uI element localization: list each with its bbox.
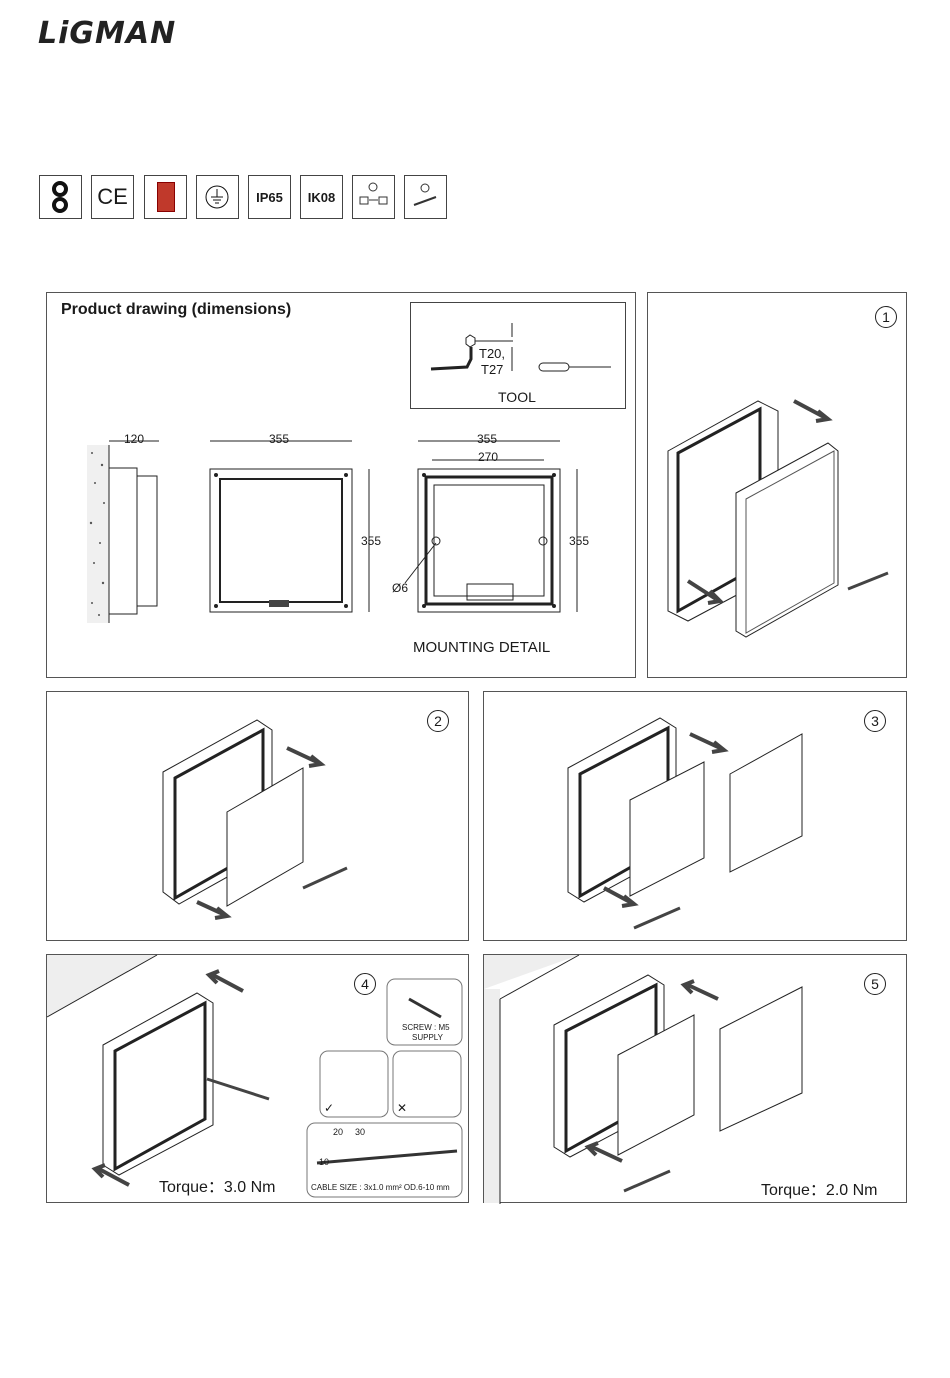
dimension-drawings [47, 293, 637, 679]
torque-label: Torque：3.0 Nm [159, 1173, 276, 1197]
brand-logo: LiGMAN [38, 16, 176, 51]
earth-ground-icon [196, 175, 239, 219]
check-icon: ✓ [324, 1101, 334, 1115]
torque-label: Torque：2.0 Nm [761, 1176, 878, 1200]
cable-dim-2: 30 [355, 1127, 365, 1137]
cable-spec: CABLE SIZE : 3x1.0 mm² OD.6-10 mm [311, 1183, 450, 1192]
dim-width-mount: 355 [477, 432, 497, 446]
ik-rating-icon: IK08 [300, 175, 343, 219]
dim-height: 355 [361, 534, 381, 548]
dim-width: 355 [269, 432, 289, 446]
step-3-panel: 3 [483, 691, 907, 941]
class-ii-icon [39, 175, 82, 219]
wiring-option-icon [404, 175, 447, 219]
screw-sub: SUPPLY [412, 1033, 443, 1042]
step-5-panel: 5 Torque：2.0 Nm [483, 954, 907, 1203]
dim-depth: 120 [124, 432, 144, 446]
dim-hole: Ø6 [392, 581, 408, 595]
product-drawing-panel: Product drawing (dimensions) T20, T27 TO… [46, 292, 636, 678]
dim-height-mount: 355 [569, 534, 589, 548]
voltage-option-icon [352, 175, 395, 219]
screw-label: SCREW : M5 [402, 1023, 450, 1032]
ce-mark-icon: CE [91, 175, 134, 219]
cross-icon: ✕ [397, 1101, 407, 1115]
step-1-panel: 1 [647, 292, 907, 678]
dim-inner: 270 [478, 450, 498, 464]
cable-dim-3: 10 [319, 1157, 329, 1167]
step-4-panel: 4 SCREW : M5 SUPPLY ✓ ✕ 20 30 10 CABLE S… [46, 954, 469, 1203]
step-2-panel: 2 [46, 691, 469, 941]
mounting-detail-label: MOUNTING DETAIL [413, 639, 550, 656]
cable-dim-1: 20 [333, 1127, 343, 1137]
ip-rating-icon: IP65 [248, 175, 291, 219]
qualified-badge-icon [144, 175, 187, 219]
